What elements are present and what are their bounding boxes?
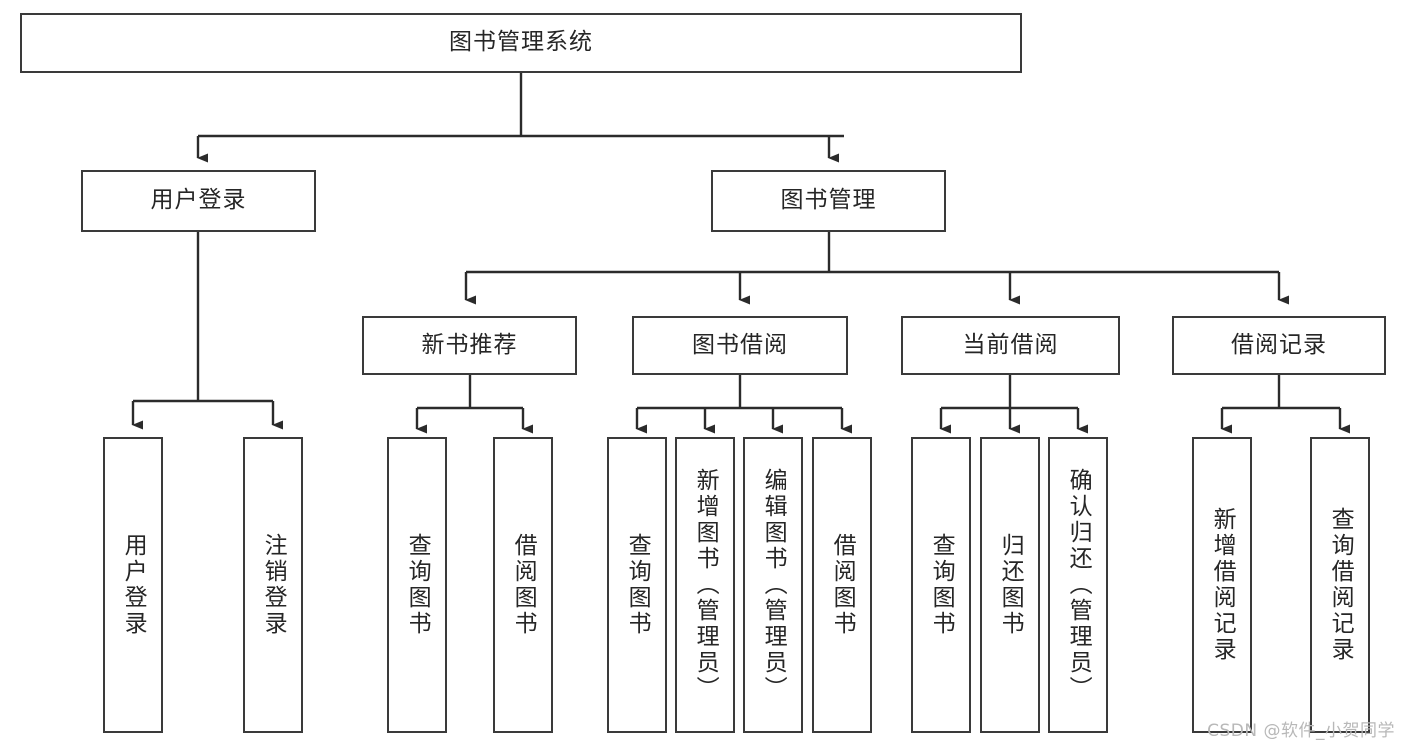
node-leaf-query-book-3-label: 查询图书 <box>928 533 955 637</box>
node-leaf-query-book-2[interactable]: 查询图书 <box>607 437 667 733</box>
node-new-book-recommend-label: 新书推荐 <box>421 331 518 358</box>
node-leaf-return-book-label: 归还图书 <box>997 533 1024 637</box>
node-leaf-edit-book[interactable]: 编辑图书（管理员） <box>743 437 803 733</box>
node-book-borrow-label: 图书借阅 <box>692 331 788 358</box>
node-leaf-logout-login[interactable]: 注销登录 <box>243 437 303 733</box>
node-leaf-query-record-label: 查询借阅记录 <box>1327 507 1354 663</box>
node-user-login[interactable]: 用户登录 <box>81 170 316 232</box>
node-leaf-user-login[interactable]: 用户登录 <box>103 437 163 733</box>
node-leaf-logout-login-label: 注销登录 <box>260 533 287 637</box>
node-leaf-query-book-3[interactable]: 查询图书 <box>911 437 971 733</box>
node-leaf-add-book[interactable]: 新增图书（管理员） <box>675 437 735 733</box>
node-root[interactable]: 图书管理系统 <box>20 13 1022 73</box>
node-user-login-label: 用户登录 <box>150 187 247 214</box>
node-book-management-label: 图书管理 <box>780 187 877 214</box>
node-current-borrow[interactable]: 当前借阅 <box>901 316 1120 375</box>
node-leaf-query-book-2-label: 查询图书 <box>624 533 651 637</box>
node-leaf-borrow-book-2[interactable]: 借阅图书 <box>812 437 872 733</box>
node-leaf-edit-book-label: 编辑图书（管理员） <box>760 468 787 702</box>
watermark-text: CSDN @软件_小贺同学 <box>1207 721 1395 741</box>
node-current-borrow-label: 当前借阅 <box>962 331 1059 358</box>
node-leaf-borrow-book-2-label: 借阅图书 <box>829 533 856 637</box>
node-leaf-add-book-label: 新增图书（管理员） <box>692 468 719 702</box>
node-leaf-query-book-1[interactable]: 查询图书 <box>387 437 447 733</box>
node-leaf-add-record[interactable]: 新增借阅记录 <box>1192 437 1252 733</box>
node-book-borrow[interactable]: 图书借阅 <box>632 316 848 375</box>
node-leaf-borrow-book-1-label: 借阅图书 <box>510 533 537 637</box>
node-leaf-borrow-book-1[interactable]: 借阅图书 <box>493 437 553 733</box>
node-borrow-record-label: 借阅记录 <box>1231 331 1327 358</box>
node-new-book-recommend[interactable]: 新书推荐 <box>362 316 577 375</box>
node-leaf-query-record[interactable]: 查询借阅记录 <box>1310 437 1370 733</box>
node-leaf-user-login-label: 用户登录 <box>120 533 147 637</box>
node-leaf-return-book[interactable]: 归还图书 <box>980 437 1040 733</box>
node-book-management[interactable]: 图书管理 <box>711 170 946 232</box>
node-root-label: 图书管理系统 <box>449 29 593 56</box>
node-leaf-add-record-label: 新增借阅记录 <box>1209 507 1236 663</box>
node-borrow-record[interactable]: 借阅记录 <box>1172 316 1386 375</box>
node-leaf-query-book-1-label: 查询图书 <box>404 533 431 637</box>
node-leaf-confirm-return[interactable]: 确认归还（管理员） <box>1048 437 1108 733</box>
node-leaf-confirm-return-label: 确认归还（管理员） <box>1065 468 1092 702</box>
